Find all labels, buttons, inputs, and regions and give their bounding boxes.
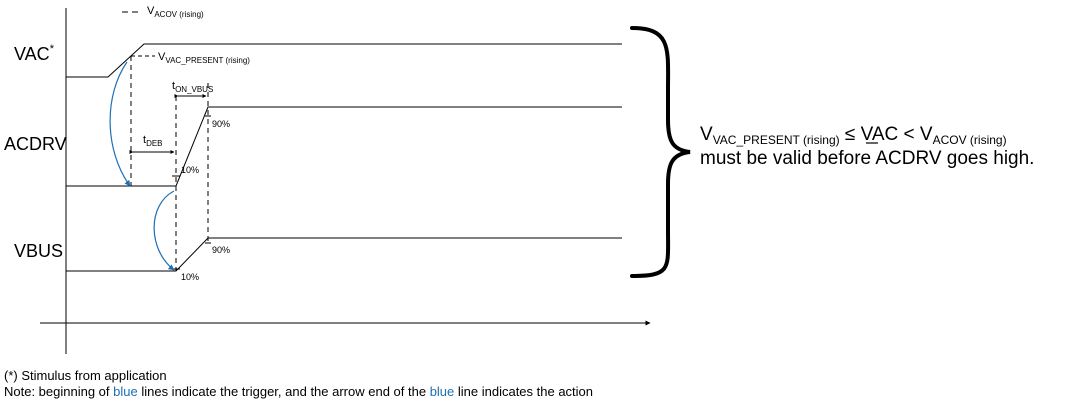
condition-line-1: VVAC_PRESENT (rising) ≤ VAC < VACOV (ris…	[700, 124, 1007, 147]
acdrv-90-label: 90%	[212, 119, 230, 129]
ton-vbus-label: tON_VBUS	[172, 80, 213, 94]
acdrv-label: ACDRV	[4, 134, 67, 154]
blue-word-1: blue	[113, 384, 138, 399]
condition-brace	[630, 26, 691, 278]
acdrv-waveform	[66, 106, 622, 187]
blue-word-2: blue	[429, 384, 455, 399]
tdeb-label: tDEB	[143, 134, 163, 148]
vbus-label: VBUS	[14, 241, 63, 261]
vac-to-acdrv-trigger-arrow	[109, 61, 131, 187]
vbus-10-label: 10%	[181, 272, 199, 282]
stimulus-note: (*) Stimulus from application	[4, 368, 167, 383]
condition-line-2: must be valid before ACDRV goes high.	[700, 148, 1034, 169]
vac-asterisk: *	[50, 43, 55, 55]
trigger-note: Note: beginning of blue lines indicate t…	[4, 384, 594, 399]
vbus-waveform	[66, 237, 622, 272]
vac-waveform	[66, 43, 622, 78]
acov-label: VACOV (rising)	[147, 5, 204, 19]
vac-label: VAC*	[14, 43, 55, 64]
acdrv-to-vbus-trigger-arrow	[153, 190, 175, 271]
acdrv-10-label: 10%	[181, 165, 199, 175]
vac-present-label: VVAC_PRESENT (rising)	[158, 51, 250, 65]
vbus-90-label: 90%	[212, 245, 230, 255]
condition-operator: ≤ VAC <	[840, 124, 920, 145]
